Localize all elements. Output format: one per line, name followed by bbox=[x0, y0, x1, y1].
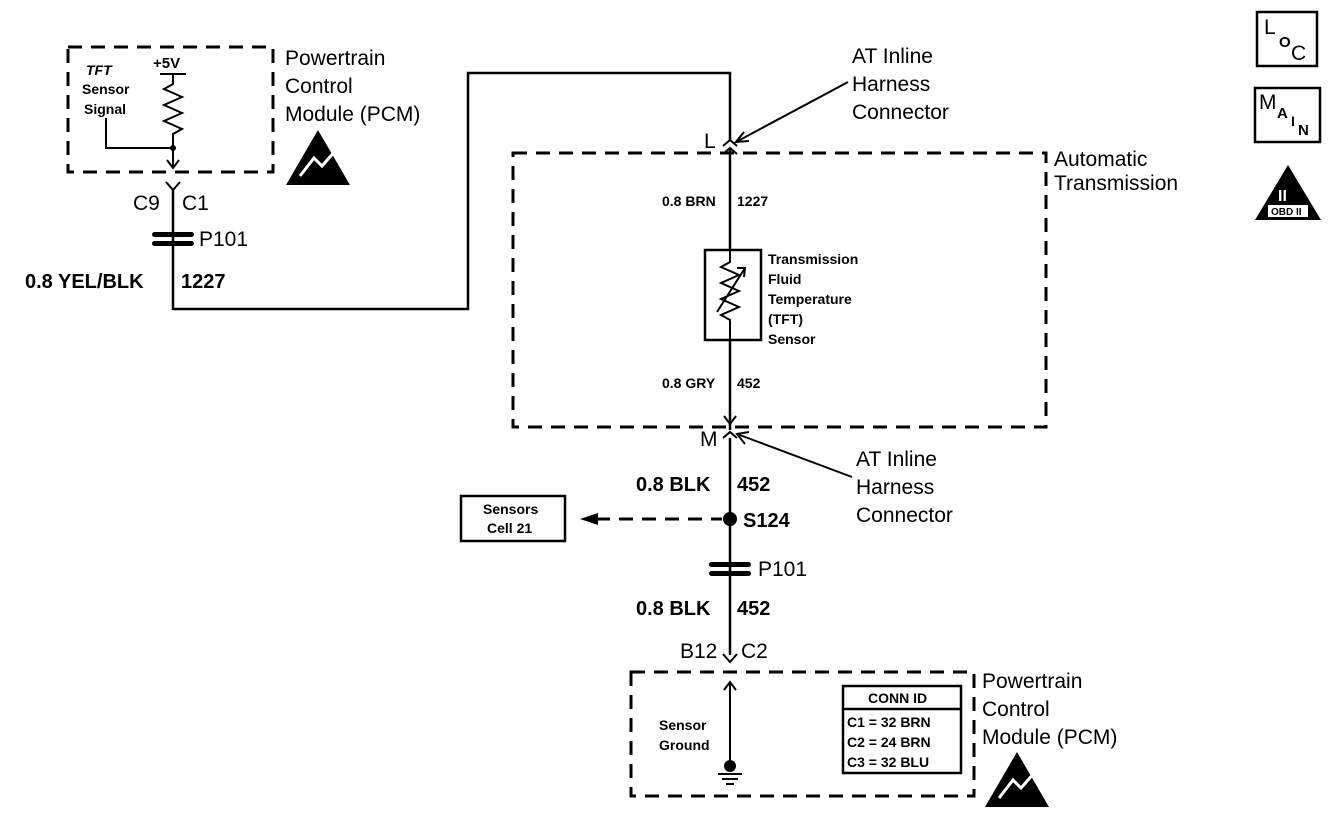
obd-ii-icon[interactable]: II OBD II bbox=[1255, 165, 1321, 220]
pcm-bottom-box bbox=[629, 670, 976, 798]
splice-s124-label: S124 bbox=[743, 510, 791, 532]
pcm-top-name-1: Powertrain bbox=[285, 47, 385, 70]
pin-c2: C2 bbox=[741, 640, 768, 663]
ground-label: Ground bbox=[659, 737, 710, 753]
conn-row-3: C3 = 32 BLU bbox=[847, 754, 929, 770]
tft-sensor-line-4: (TFT) bbox=[768, 311, 803, 327]
svg-text:L: L bbox=[1264, 16, 1276, 39]
splice-p101-label-top: P101 bbox=[199, 228, 248, 251]
inline-bottom-2: Harness bbox=[856, 476, 934, 499]
svg-text:M: M bbox=[1259, 91, 1277, 114]
wire-top-gauge: 0.8 YEL/BLK bbox=[25, 271, 144, 293]
pcm-bottom-name-1: Powertrain bbox=[982, 670, 1082, 693]
wire-top-circuit: 1227 bbox=[181, 271, 226, 293]
connector-b12-c2 bbox=[722, 653, 738, 664]
tft-sensor-line-2: Fluid bbox=[768, 271, 801, 287]
inline-top-3: Connector bbox=[852, 101, 949, 124]
pin-b12: B12 bbox=[680, 640, 717, 663]
leader-top bbox=[735, 81, 849, 143]
splice-p101-label-bottom: P101 bbox=[758, 558, 807, 581]
pcm-bottom-name-3: Module (PCM) bbox=[982, 726, 1117, 749]
conn-row-1: C1 = 32 BRN bbox=[847, 714, 931, 730]
splice-p101-top bbox=[152, 232, 194, 246]
leader-top-arrow bbox=[733, 131, 750, 144]
wire-route-to-l bbox=[173, 71, 732, 311]
splice-s124-dot bbox=[723, 512, 737, 526]
tft-sensor-line-3: Temperature bbox=[768, 291, 852, 307]
inline-top-2: Harness bbox=[852, 73, 930, 96]
esd-warning-icon bbox=[286, 130, 350, 185]
signal-line bbox=[105, 118, 173, 149]
leader-bottom bbox=[736, 433, 853, 478]
thermistor-variable-arrow bbox=[716, 267, 746, 313]
conn-row-2: C2 = 24 BRN bbox=[847, 734, 931, 750]
transmission-label-2: Transmission bbox=[1054, 172, 1178, 195]
ground-lead-arrow bbox=[723, 680, 737, 691]
main-icon[interactable]: M A I N bbox=[1253, 86, 1322, 144]
cell-ref-arrow-icon bbox=[580, 513, 598, 525]
ground-icon bbox=[718, 773, 742, 785]
wire-out-circuit: 452 bbox=[737, 375, 761, 391]
voltage-label: +5V bbox=[153, 55, 180, 72]
loc-icon[interactable]: L O C bbox=[1255, 10, 1319, 68]
cell-ref-line-1: Sensors bbox=[483, 501, 538, 517]
svg-text:C: C bbox=[1291, 42, 1306, 65]
connector-c9-c1 bbox=[165, 181, 181, 192]
transmission-label-1: Automatic bbox=[1054, 148, 1147, 171]
esd-warning-icon-bottom bbox=[985, 752, 1049, 807]
thermistor-arrowhead bbox=[737, 267, 747, 278]
transmission-box bbox=[511, 151, 1048, 429]
pcm-bottom-name-2: Control bbox=[982, 698, 1050, 721]
tft-thermistor bbox=[718, 250, 742, 340]
wire-mid-circuit: 452 bbox=[737, 474, 770, 496]
sensor-label-bottom: Sensor bbox=[659, 717, 707, 733]
inline-top-arrow bbox=[722, 138, 738, 147]
svg-text:A: A bbox=[1277, 105, 1288, 122]
pcm-top-name-2: Control bbox=[285, 75, 353, 98]
inline-bottom-arrow bbox=[722, 430, 738, 439]
svg-text:OBD II: OBD II bbox=[1271, 207, 1302, 218]
inline-top-1: AT Inline bbox=[852, 45, 933, 68]
svg-text:I: I bbox=[1291, 113, 1295, 129]
wire-in-gauge: 0.8 BRN bbox=[662, 193, 716, 209]
inline-bottom-3: Connector bbox=[856, 504, 953, 527]
pin-arrow bbox=[166, 159, 180, 170]
svg-text:O: O bbox=[1279, 34, 1291, 51]
conn-id-title: CONN ID bbox=[868, 690, 927, 706]
wire-bottom-gauge: 0.8 BLK bbox=[636, 598, 711, 620]
ground-dot bbox=[724, 760, 736, 772]
pin-m: M bbox=[700, 428, 718, 451]
pullup-resistor bbox=[161, 74, 185, 146]
wire-mid-gauge: 0.8 BLK bbox=[636, 474, 711, 496]
wire-bottom-circuit: 452 bbox=[737, 598, 770, 620]
svg-text:N: N bbox=[1298, 122, 1309, 139]
tft-sensor-line-1: Transmission bbox=[768, 251, 858, 267]
tft-sensor-line-5: Sensor bbox=[768, 331, 816, 347]
tft-label: TFT bbox=[86, 62, 113, 78]
sensor-label-top: Sensor bbox=[82, 81, 130, 97]
wire-out-arrow bbox=[723, 415, 737, 426]
pin-c1: C1 bbox=[182, 192, 209, 215]
splice-p101-bottom bbox=[709, 562, 751, 576]
pin-c9: C9 bbox=[133, 192, 160, 215]
pcm-top-box bbox=[66, 45, 275, 174]
pin-l: L bbox=[704, 130, 716, 153]
leader-bottom-arrow bbox=[735, 431, 750, 445]
tft-sensor-box bbox=[703, 248, 763, 342]
conn-id-table bbox=[841, 684, 963, 775]
signal-label: Signal bbox=[84, 101, 126, 117]
pcm-top-name-3: Module (PCM) bbox=[285, 103, 420, 126]
wire-out-gauge: 0.8 GRY bbox=[662, 375, 716, 391]
inline-bottom-1: AT Inline bbox=[856, 448, 937, 471]
cell-ref-line-2: Cell 21 bbox=[487, 520, 532, 536]
wire-in-circuit: 1227 bbox=[737, 193, 768, 209]
svg-text:II: II bbox=[1278, 188, 1287, 205]
cell-ref-box[interactable] bbox=[459, 494, 567, 543]
